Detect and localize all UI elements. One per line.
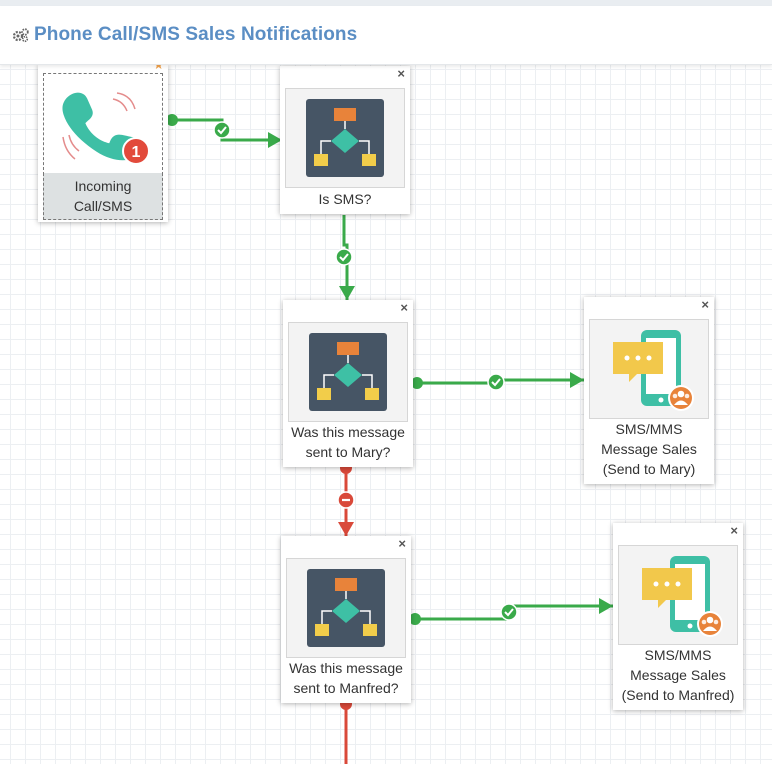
- node-sms-mary[interactable]: × SMS/MMS Message Sales (Send to Mary): [584, 297, 714, 484]
- page-header: Phone Call/SMS Sales Notifications: [0, 6, 772, 65]
- node-incoming-call-sms[interactable]: ★ 1 Incoming Call/SMS: [38, 58, 168, 222]
- flowchart-decision-icon: [285, 88, 405, 188]
- connector-manfred-yes[interactable]: [409, 598, 613, 625]
- connector-incoming-to-is-sms[interactable]: [166, 114, 282, 148]
- node-label: Was this message sent to Mary?: [291, 424, 405, 460]
- node-sms-manfred[interactable]: × SMS/MMS Message Sales (Send to Manfred…: [613, 523, 743, 710]
- node-is-sms[interactable]: × Is SMS?: [280, 66, 410, 214]
- node-label: Is SMS?: [318, 191, 372, 207]
- connector-manfred-no[interactable]: [340, 698, 352, 764]
- top-strip: [0, 0, 772, 6]
- close-icon[interactable]: ×: [400, 300, 408, 315]
- page-title: Phone Call/SMS Sales Notifications: [34, 24, 358, 45]
- close-icon[interactable]: ×: [701, 297, 709, 312]
- cogs-icon: [12, 26, 30, 44]
- node-label: Was this message sent to Manfred?: [289, 660, 403, 696]
- node-label: SMS/MMS Message Sales (Send to Mary): [601, 421, 697, 477]
- connector-mary-yes[interactable]: [411, 372, 584, 391]
- node-sent-to-mary[interactable]: × Was this message sent to Mary?: [283, 300, 413, 467]
- close-icon[interactable]: ×: [398, 536, 406, 551]
- star-icon: ★: [153, 58, 164, 72]
- close-icon[interactable]: ×: [397, 66, 405, 81]
- node-label: SMS/MMS Message Sales (Send to Manfred): [621, 647, 735, 703]
- phone-ringing-icon: 1: [43, 73, 163, 175]
- flowchart-decision-icon: [286, 558, 406, 658]
- notification-badge: 1: [132, 144, 141, 161]
- sms-message-icon: [589, 319, 709, 419]
- connector-is-sms-to-mary[interactable]: [335, 215, 355, 300]
- flowchart-decision-icon: [288, 322, 408, 422]
- close-icon[interactable]: ×: [730, 523, 738, 538]
- connector-mary-no[interactable]: [337, 462, 355, 536]
- node-sent-to-manfred[interactable]: × Was this message sent to Manfred?: [281, 536, 411, 703]
- sms-message-icon: [618, 545, 738, 645]
- node-label: Incoming Call/SMS: [43, 173, 163, 220]
